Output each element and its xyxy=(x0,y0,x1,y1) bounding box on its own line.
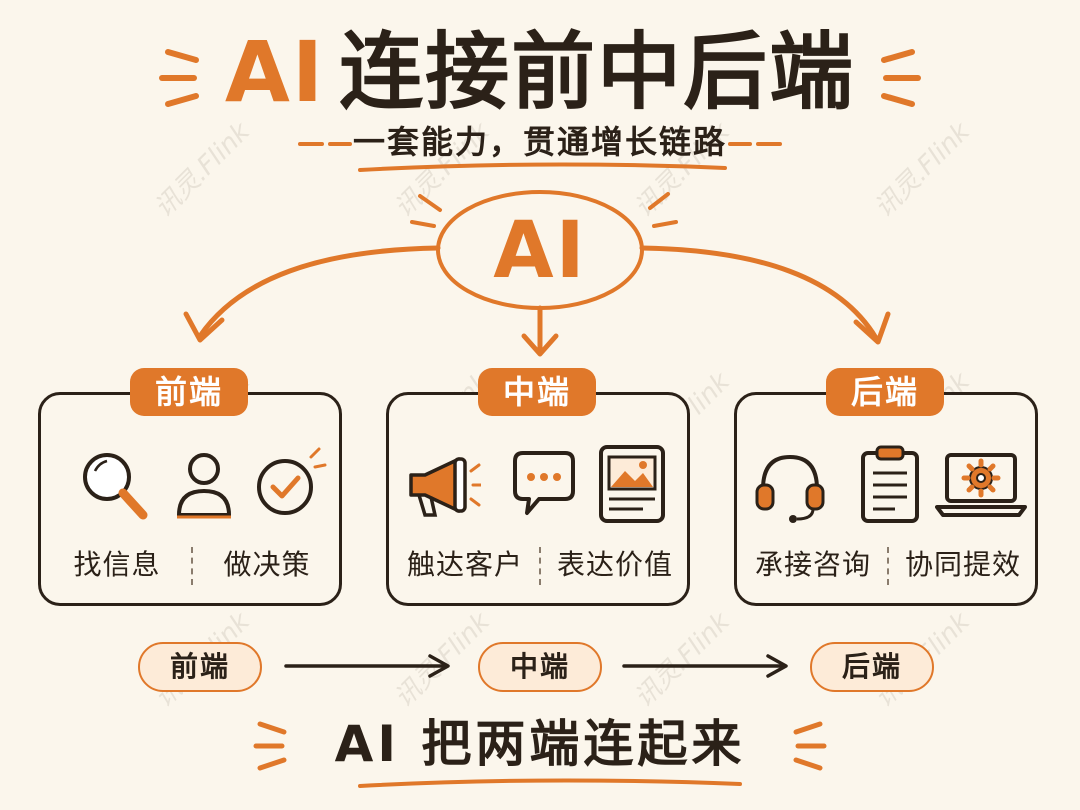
card-label: 找信息 xyxy=(73,548,161,581)
card-label: 承接咨询 xyxy=(754,548,871,581)
center-ai-label: AI xyxy=(493,206,587,296)
card-label: 协同提效 xyxy=(904,548,1021,581)
magnifier-icon xyxy=(83,453,148,520)
flow-pill-frontend: 前端 xyxy=(138,642,262,692)
megaphone-icon xyxy=(409,457,481,517)
divider xyxy=(191,547,193,585)
image-document-icon xyxy=(599,445,665,523)
arrowhead xyxy=(183,311,225,343)
flow-pill-backend: 后端 xyxy=(810,642,934,692)
arrowhead xyxy=(428,654,450,678)
divider xyxy=(539,547,541,585)
clipboard-icon xyxy=(861,445,919,523)
divider xyxy=(887,547,889,585)
spark-icon xyxy=(410,192,678,228)
card-label: 表达价值 xyxy=(556,548,673,581)
title-ai: AI xyxy=(224,23,326,121)
card-tab-middle: 中端 xyxy=(478,368,596,416)
card-label: 做决策 xyxy=(223,548,311,581)
spark-icon xyxy=(159,49,199,107)
subtitle-underline xyxy=(358,162,727,172)
arrowhead xyxy=(766,654,788,678)
spark-icon xyxy=(881,49,921,107)
title-rest: 连接前中后端 xyxy=(339,23,856,121)
slogan-underline xyxy=(358,778,742,788)
chat-bubble-icon xyxy=(513,451,575,515)
spark-icon xyxy=(253,721,827,771)
laptop-gear-icon xyxy=(935,453,1027,517)
card-middle: 触达客户 表达价值 xyxy=(386,392,690,606)
user-icon xyxy=(176,453,232,519)
card-tab-frontend: 前端 xyxy=(130,368,248,416)
arrow-to-backend xyxy=(639,245,879,341)
card-label: 触达客户 xyxy=(406,548,523,581)
card-backend: 承接咨询 协同提效 xyxy=(734,392,1038,606)
slogan: AI 把两端连起来 xyxy=(334,715,746,773)
page-subtitle: 一套能力，贯通增长链路 xyxy=(352,123,727,161)
check-circle-icon xyxy=(257,447,327,515)
arrowhead xyxy=(521,333,559,357)
headset-icon xyxy=(755,454,825,523)
flow-pill-middle: 中端 xyxy=(478,642,602,692)
card-frontend: 找信息 做决策 xyxy=(38,392,342,606)
arrow-to-frontend xyxy=(197,245,441,339)
arrowhead xyxy=(853,311,891,345)
card-tab-backend: 后端 xyxy=(826,368,944,416)
